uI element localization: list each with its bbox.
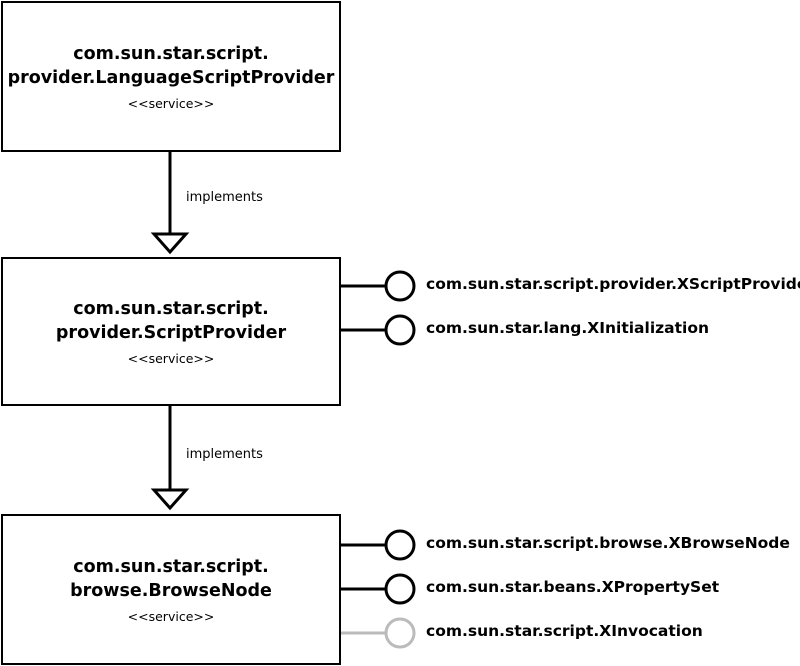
service-stereotype: <<service>> xyxy=(127,609,215,624)
service-name-line2: browse.BrowseNode xyxy=(70,581,272,601)
implements-arrow-1 xyxy=(150,151,190,255)
interface-label-xinitialization: com.sun.star.lang.XInitialization xyxy=(426,319,710,337)
service-stereotype: <<service>> xyxy=(127,351,215,366)
implements-arrow-2 xyxy=(150,405,190,511)
interface-label-xbrowsenode: com.sun.star.script.browse.XBrowseNode xyxy=(426,534,790,552)
lollipop-xinitialization xyxy=(340,314,416,346)
service-language-script-provider: com.sun.star.script. provider.LanguageSc… xyxy=(1,1,341,152)
lollipop-xinvocation xyxy=(340,617,416,649)
implements-label-1: implements xyxy=(186,190,263,205)
lollipop-xscriptprovider xyxy=(340,270,416,302)
interface-label-xscriptprovider: com.sun.star.script.provider.XScriptProv… xyxy=(426,275,800,293)
interface-label-xpropertyset: com.sun.star.beans.XPropertySet xyxy=(426,578,720,596)
lollipop-xbrowsenode xyxy=(340,529,416,561)
service-name-line1: com.sun.star.script. xyxy=(73,299,269,319)
service-name-line1: com.sun.star.script. xyxy=(73,557,269,577)
service-script-provider: com.sun.star.script. provider.ScriptProv… xyxy=(1,257,341,406)
service-name-line1: com.sun.star.script. xyxy=(73,44,269,64)
interface-label-xinvocation: com.sun.star.script.XInvocation xyxy=(426,622,703,640)
implements-label-2: implements xyxy=(186,447,263,462)
service-stereotype: <<service>> xyxy=(127,96,215,111)
service-name-line2: provider.ScriptProvider xyxy=(55,323,287,343)
lollipop-xpropertyset xyxy=(340,573,416,605)
service-browse-node: com.sun.star.script. browse.BrowseNode <… xyxy=(1,514,341,665)
service-name-line2: provider.LanguageScriptProvider xyxy=(7,68,335,88)
